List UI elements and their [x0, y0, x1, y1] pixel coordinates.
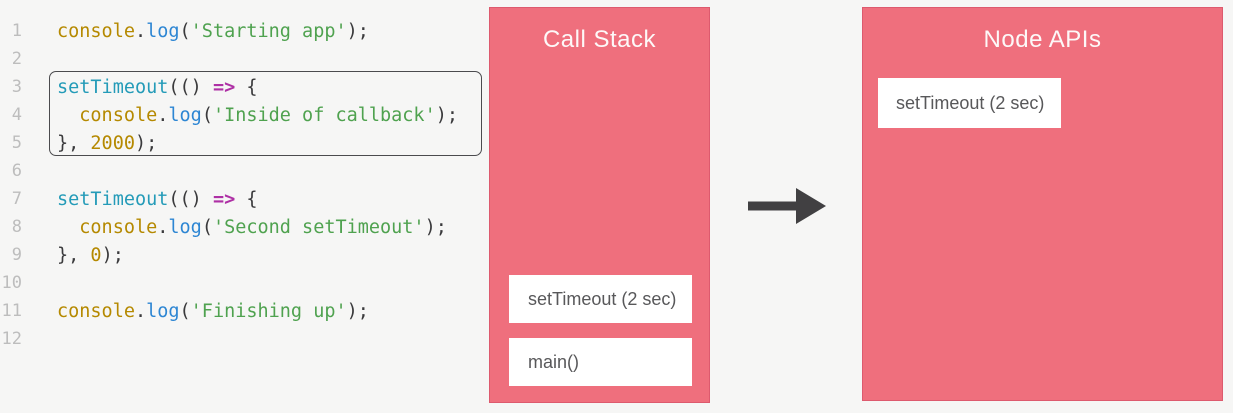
node-apis-title: Node APIs — [983, 26, 1102, 53]
call-stack-panel: Call Stack setTimeout (2 sec) main() — [489, 7, 710, 403]
code-text: console.log('Inside of callback'); — [79, 104, 458, 126]
line-number: 7 — [11, 189, 22, 209]
node-apis-items: setTimeout (2 sec) — [878, 78, 1061, 128]
line-number: 5 — [11, 133, 22, 153]
code-line: 7 setTimeout(() => { — [0, 185, 458, 213]
code-text: console.log('Starting app'); — [57, 20, 369, 42]
line-number: 9 — [11, 245, 22, 265]
call-stack-frame: setTimeout (2 sec) — [509, 275, 692, 323]
line-number: 2 — [11, 49, 22, 69]
code-line: 8 console.log('Second setTimeout'); — [0, 213, 458, 241]
call-stack-title: Call Stack — [542, 26, 657, 53]
line-number: 3 — [11, 77, 22, 97]
code-text: }, 0); — [57, 244, 124, 266]
line-number: 8 — [11, 217, 22, 237]
code-line: 5 }, 2000); — [0, 129, 458, 157]
call-stack-frame: main() — [509, 338, 692, 386]
code-text: setTimeout(() => { — [57, 188, 258, 210]
code-line: 4 console.log('Inside of callback'); — [0, 101, 458, 129]
code-text: }, 2000); — [57, 132, 158, 154]
line-number: 10 — [1, 273, 22, 293]
call-stack-frames: setTimeout (2 sec) main() — [509, 275, 692, 386]
code-line: 9 }, 0); — [0, 241, 458, 269]
line-number: 6 — [11, 161, 22, 181]
line-number: 4 — [11, 105, 22, 125]
line-number: 12 — [1, 329, 22, 349]
code-text: console.log('Second setTimeout'); — [79, 216, 447, 238]
line-number: 11 — [1, 301, 22, 321]
code-line: 6 — [0, 157, 458, 185]
code-line: 1 console.log('Starting app'); — [0, 17, 458, 45]
code-lines: 1 console.log('Starting app'); 2 3 setTimeou… — [0, 17, 458, 353]
node-apis-panel: Node APIs setTimeout (2 sec) — [862, 7, 1223, 401]
line-number: 1 — [11, 21, 22, 41]
code-line: 11 console.log('Finishing up'); — [0, 297, 458, 325]
code-line: 12 — [0, 325, 458, 353]
code-line: 2 — [0, 45, 458, 73]
code-highlight-box — [49, 71, 482, 156]
code-text: setTimeout(() => { — [57, 76, 258, 98]
code-line: 10 — [0, 269, 458, 297]
flow-arrow-icon — [748, 188, 826, 224]
code-line: 3 setTimeout(() => { — [0, 73, 458, 101]
node-api-item: setTimeout (2 sec) — [878, 78, 1061, 128]
code-text: console.log('Finishing up'); — [57, 300, 369, 322]
